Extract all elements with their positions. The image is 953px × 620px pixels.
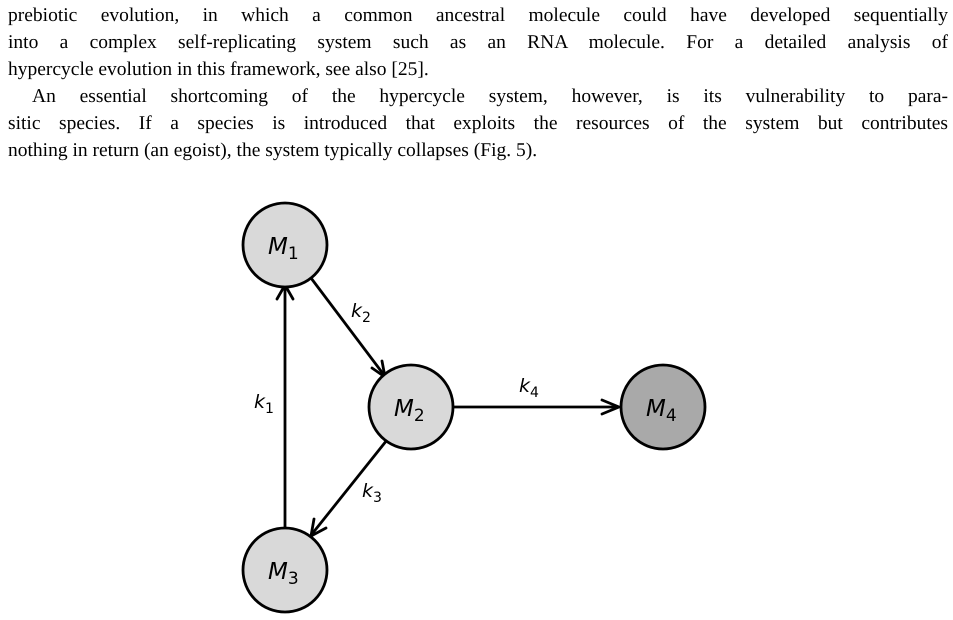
text-line: hypercycle evolution in this framework, … <box>8 59 429 80</box>
edge-m1-to-m2 <box>309 277 387 379</box>
text-line: prebiotic evolution, in which a common a… <box>8 5 948 26</box>
body-text: prebiotic evolution, in which a common a… <box>8 2 948 164</box>
paragraph-2: An essential shortcoming of the hypercyc… <box>8 83 948 164</box>
node-m2: M2 <box>367 363 455 451</box>
edge-label-k1: k1 <box>254 391 274 417</box>
text-line: An essential shortcoming of the hypercyc… <box>32 86 948 107</box>
text-line: nothing in return (an egoist), the syste… <box>8 140 538 161</box>
text-line: sitic species. If a species is introduce… <box>8 113 948 134</box>
node-m4: M4 <box>619 363 707 451</box>
node-m1: M1 <box>241 201 329 289</box>
node-m3: M3 <box>241 526 329 614</box>
edge-label-k3: k3 <box>362 480 382 506</box>
edge-m2-to-m3 <box>309 439 389 538</box>
svg-text:M4: M4 <box>646 396 677 426</box>
edge-m3-to-m1 <box>275 283 295 530</box>
edge-label-k2: k2 <box>351 300 371 326</box>
svg-text:M2: M2 <box>394 396 425 426</box>
svg-text:M1: M1 <box>268 234 299 264</box>
edge-m2-to-m4 <box>454 398 621 416</box>
svg-text:M3: M3 <box>268 559 299 589</box>
text-line: into a complex self-replicating system s… <box>8 32 948 53</box>
paragraph-1: prebiotic evolution, in which a common a… <box>8 2 948 83</box>
edge-label-k4: k4 <box>519 375 539 401</box>
